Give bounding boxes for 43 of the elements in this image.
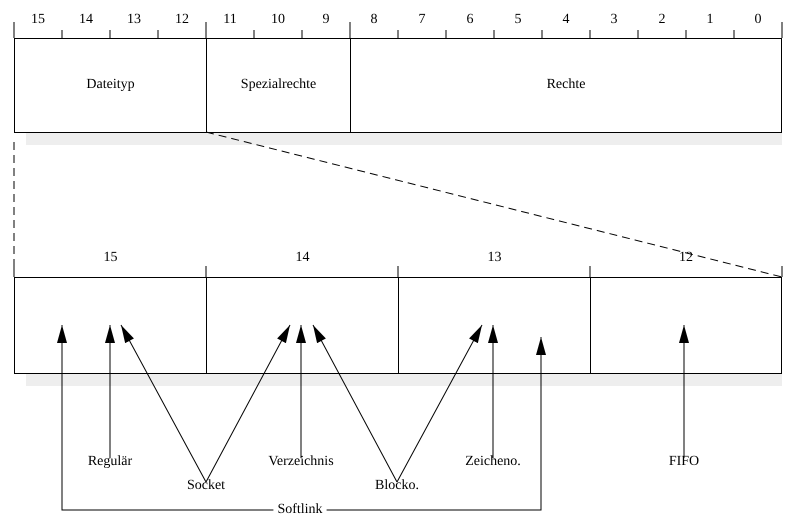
bit-number: 3 [610, 12, 618, 28]
type-label: Softlink [277, 502, 323, 518]
bit-number: 6 [466, 12, 474, 28]
field-label: Spezialrechte [240, 77, 316, 93]
bit-number: 12 [175, 12, 189, 28]
type-label: Blocko. [375, 478, 419, 494]
bit-number: 14 [79, 12, 93, 28]
bit-number: 4 [562, 12, 570, 28]
type-label: Zeicheno. [465, 454, 521, 470]
type-label: Regulär [88, 454, 132, 470]
bit-number: 9 [322, 12, 330, 28]
bit-number: 11 [223, 12, 237, 28]
bit-number: 5 [514, 12, 522, 28]
arrow [326, 336, 546, 510]
bit-number: 0 [754, 12, 762, 28]
arrow [312, 324, 398, 482]
arrow [296, 324, 306, 458]
type-label: Socket [186, 478, 226, 494]
bit-number: 7 [418, 12, 426, 28]
bit-number: 15 [104, 250, 118, 266]
field-label: Rechte [546, 77, 586, 93]
bit-number: 14 [296, 250, 310, 266]
arrow [105, 324, 115, 458]
arrow [396, 324, 482, 482]
bit-number: 1 [706, 12, 714, 28]
bit-number: 8 [370, 12, 378, 28]
arrow [206, 324, 290, 482]
arrow [120, 324, 206, 482]
bit-number: 10 [271, 12, 285, 28]
type-label: Verzeichnis [268, 454, 334, 470]
field-box [350, 38, 782, 133]
bit-number: 15 [31, 12, 45, 28]
type-label: FIFO [668, 454, 700, 470]
arrow [488, 324, 498, 458]
bit-number: 12 [679, 250, 693, 266]
field-box [206, 38, 351, 133]
bit-number: 2 [658, 12, 666, 28]
field-box [14, 38, 207, 133]
field-label: Dateityp [86, 77, 135, 93]
arrow [679, 324, 689, 458]
bit-number: 13 [127, 12, 141, 28]
bit-number: 13 [488, 250, 502, 266]
arrow [57, 324, 274, 510]
